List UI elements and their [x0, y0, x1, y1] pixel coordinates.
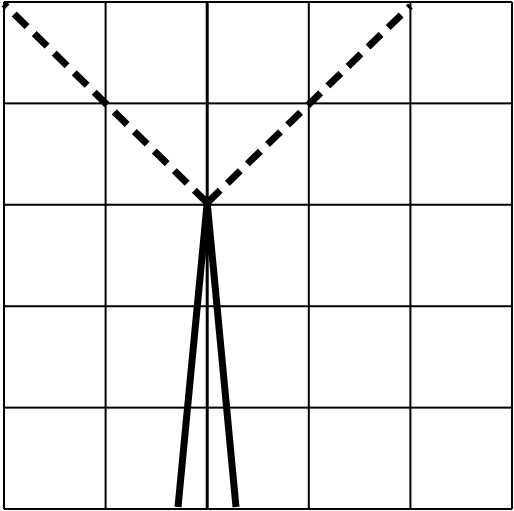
dashed-rays: [1, 1, 413, 206]
solid-rays: [174, 202, 240, 508]
dashed-ray-left: [1, 1, 210, 206]
solid-ray-right: [203, 202, 240, 508]
dashed-ray-right: [204, 3, 413, 206]
solid-ray-left: [174, 202, 211, 508]
